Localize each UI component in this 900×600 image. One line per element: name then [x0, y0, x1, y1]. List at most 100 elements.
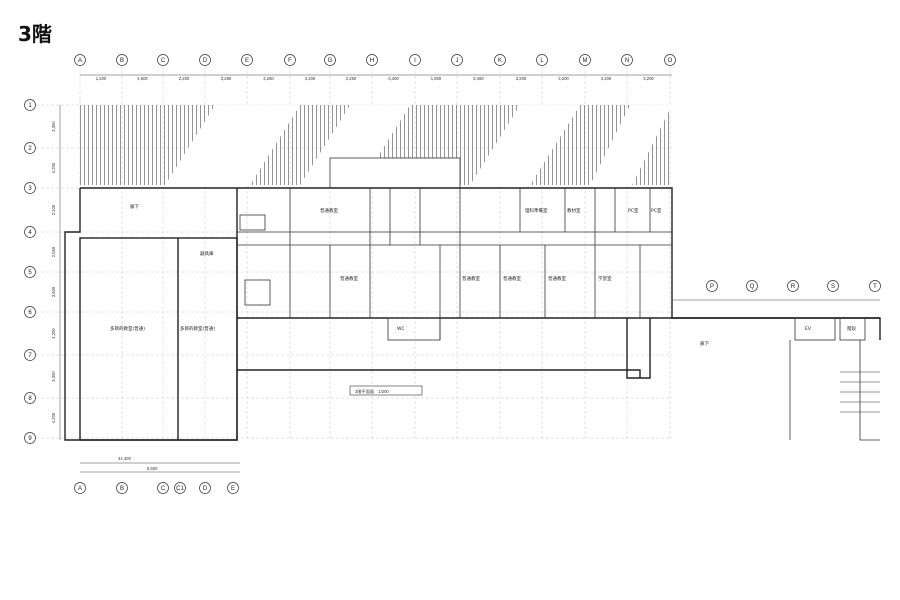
- axis-marker-left: 4: [24, 226, 36, 238]
- axis-marker-bottom: C: [157, 482, 169, 494]
- room-label: 廊下: [130, 203, 139, 210]
- svg-text:B: B: [120, 58, 124, 64]
- svg-text:D: D: [203, 58, 208, 64]
- room-label: PC室: [628, 207, 639, 214]
- left-axis-labels: 1 2 3 4 5 6 7 8 9: [24, 99, 36, 444]
- room-label: 普通教室: [548, 275, 566, 282]
- stair-right: [840, 371, 880, 413]
- axis-marker-left: 8: [24, 392, 36, 404]
- axis-marker-top: H: [366, 54, 378, 66]
- room-label: 理科準備室: [525, 207, 548, 214]
- right-axis-labels: P Q R S T: [706, 280, 881, 292]
- dimension-label: 3,460: [473, 76, 484, 81]
- axis-marker-top: C: [157, 54, 169, 66]
- axis-marker-bottom: A: [74, 482, 86, 494]
- room-label: 普通教室: [503, 275, 521, 282]
- building-walls: [64, 187, 881, 441]
- svg-text:K: K: [498, 58, 502, 64]
- svg-text:P: P: [710, 284, 714, 290]
- room-label: 普通教室: [320, 207, 338, 214]
- dimension-label: 4,600: [137, 76, 148, 81]
- bottom-axis-labels: A B C C1 D E: [74, 482, 239, 494]
- svg-text:H: H: [370, 58, 374, 64]
- axis-marker-top: N: [621, 54, 633, 66]
- svg-text:G: G: [328, 58, 333, 64]
- axis-marker-left: 5: [24, 266, 36, 278]
- axis-marker-bottom: B: [116, 482, 128, 494]
- svg-text:A: A: [78, 58, 82, 64]
- dimension-label: 4,200: [51, 412, 56, 423]
- dimension-label: 2,250: [346, 76, 357, 81]
- svg-text:C: C: [161, 58, 166, 64]
- room-label: 階段: [847, 325, 856, 332]
- svg-text:3: 3: [28, 186, 32, 192]
- axis-marker-top: A: [74, 54, 86, 66]
- svg-text:1: 1: [28, 103, 32, 109]
- axis-marker-left: 6: [24, 306, 36, 318]
- floor-title: 3階: [18, 22, 52, 46]
- svg-text:A: A: [78, 486, 82, 492]
- axis-marker-right: T: [869, 280, 881, 292]
- dimension-label: 3,200: [558, 76, 569, 81]
- room-label: EV: [805, 326, 812, 332]
- axis-marker-top: K: [494, 54, 506, 66]
- axis-marker-top: I: [409, 54, 421, 66]
- dimension-label: 2,100: [51, 204, 56, 215]
- dimension-label: 3,350: [51, 121, 56, 132]
- room-label: WC: [397, 326, 405, 332]
- dimension-label: 3,260: [263, 76, 274, 81]
- dimension-label: 3,200: [643, 76, 654, 81]
- room-label: PC室: [651, 207, 662, 214]
- room-label: 多目的教室(普通): [110, 325, 145, 332]
- svg-text:5: 5: [28, 270, 32, 276]
- dimension-label: 2,200: [179, 76, 190, 81]
- axis-marker-left: 2: [24, 142, 36, 154]
- axis-marker-right: Q: [746, 280, 758, 292]
- room-label: 多目的教室(普通): [180, 325, 215, 332]
- svg-text:C: C: [161, 486, 166, 492]
- svg-text:2: 2: [28, 146, 32, 152]
- axis-marker-bottom: D: [199, 482, 211, 494]
- svg-text:6: 6: [28, 310, 32, 316]
- axis-marker-top: F: [284, 54, 296, 66]
- axis-marker-left: 1: [24, 99, 36, 111]
- bottom-dim-a: 31,400: [118, 456, 131, 461]
- dimension-label: 3,200: [305, 76, 316, 81]
- svg-text:7: 7: [28, 353, 32, 359]
- dimension-label: 2,550: [51, 246, 56, 257]
- axis-marker-right: S: [827, 280, 839, 292]
- dimension-label: 3,200: [516, 76, 527, 81]
- dimension-label: 3,300: [51, 371, 56, 382]
- svg-text:F: F: [288, 58, 292, 64]
- axis-marker-top: J: [451, 54, 463, 66]
- room-label: 普通教室: [340, 275, 358, 282]
- axis-marker-bottom: E: [227, 482, 239, 494]
- room-label: 廊下: [700, 340, 709, 347]
- axis-marker-bottom: C1: [174, 482, 186, 494]
- svg-text:9: 9: [28, 436, 32, 442]
- svg-text:B: B: [120, 486, 124, 492]
- svg-text:R: R: [791, 284, 796, 290]
- dimension-label: 3,600: [51, 286, 56, 297]
- svg-text:E: E: [231, 486, 235, 492]
- svg-text:I: I: [414, 58, 416, 64]
- room-label: 学習室: [598, 275, 612, 282]
- svg-text:4: 4: [28, 230, 32, 236]
- plan-caption-box: [349, 385, 423, 396]
- svg-text:J: J: [456, 58, 459, 64]
- dimension-label: 3,200: [601, 76, 612, 81]
- svg-text:D: D: [203, 486, 208, 492]
- dimension-label: 3,280: [221, 76, 232, 81]
- dimension-label: 1,800: [431, 76, 442, 81]
- svg-text:S: S: [831, 284, 835, 290]
- axis-marker-right: R: [787, 280, 799, 292]
- room-labels: 廊下 多目的教室(普通) 多目的教室(普通) 器具庫 普通教室 普通教室 普通教…: [110, 203, 856, 347]
- svg-text:M: M: [583, 58, 588, 64]
- axis-marker-top: E: [241, 54, 253, 66]
- axis-marker-left: 9: [24, 432, 36, 444]
- room-label: 器具庫: [200, 250, 214, 257]
- axis-marker-left: 7: [24, 349, 36, 361]
